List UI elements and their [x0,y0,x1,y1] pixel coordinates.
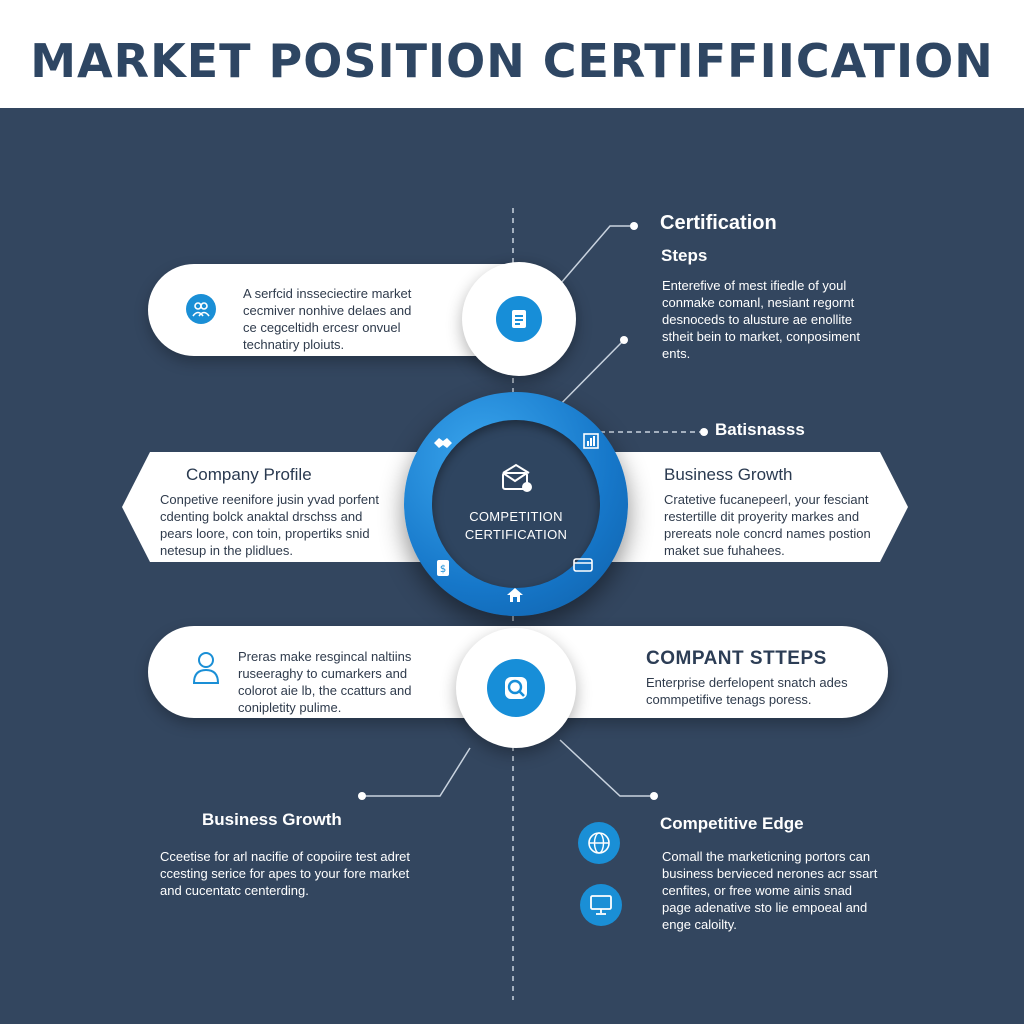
document-icon [496,296,542,342]
business-growth-card-text: Cratetive fucanepeerl, your fesciant res… [664,492,871,558]
certification-title: Certification [660,212,777,234]
magnifier-bubble [456,628,576,748]
compant-steps-text: Enterprise derfelopent snatch ades commp… [646,675,848,707]
hub-label: COMPETITION CERTIFICATION [464,509,568,542]
competitive-edge-text: Comall the marketicning portors can busi… [662,849,878,932]
card-lower-text: Preras make resgincal naltiins ruseeragh… [238,649,412,715]
handshake-icon [432,432,454,454]
batisnasss-label: Batisnasss [715,420,805,439]
svg-text:$: $ [440,564,446,575]
envelope-icon [496,458,536,498]
line-competitive-edge [559,739,650,797]
dot-certification [630,222,638,230]
document-bubble [462,262,576,376]
card-icon [572,554,594,576]
user-icon [190,648,222,686]
card-top-text: A serfcid insseciectire market cecmiver … [243,286,412,352]
dot-business-growth [358,792,366,800]
dot-card-top [620,336,628,344]
people-icon [186,294,216,324]
header-bar: MARKET POSITION CERTIFFIICATION [0,0,1024,108]
globe-icon [578,822,620,864]
competitive-edge-title: Competitive Edge [660,814,804,833]
business-growth-text: Cceetise for arl nacifie of copoiire tes… [160,849,411,898]
page-title: MARKET POSITION CERTIFFIICATION [30,34,994,88]
business-growth-card-title: Business Growth [664,465,793,484]
money-icon: $ [432,556,454,578]
dot-batisnasss [700,428,708,436]
magnifier-icon [487,659,545,717]
company-profile-text: Conpetive reenifore jusin yvad porfent c… [160,492,379,558]
chart-icon [580,430,602,452]
hub-center [432,420,600,588]
certification-text: Enterefive of mest ifiedle of youl conma… [662,278,860,361]
line-business-growth [365,747,471,797]
compant-steps-title: COMPANT STTEPS [646,648,827,669]
business-growth-title: Business Growth [202,810,342,829]
dot-competitive-edge [650,792,658,800]
line-certification [554,225,630,291]
monitor-icon [580,884,622,926]
home-icon [504,584,526,606]
company-profile-title: Company Profile [186,465,312,484]
certification-subtitle: Steps [661,246,708,265]
